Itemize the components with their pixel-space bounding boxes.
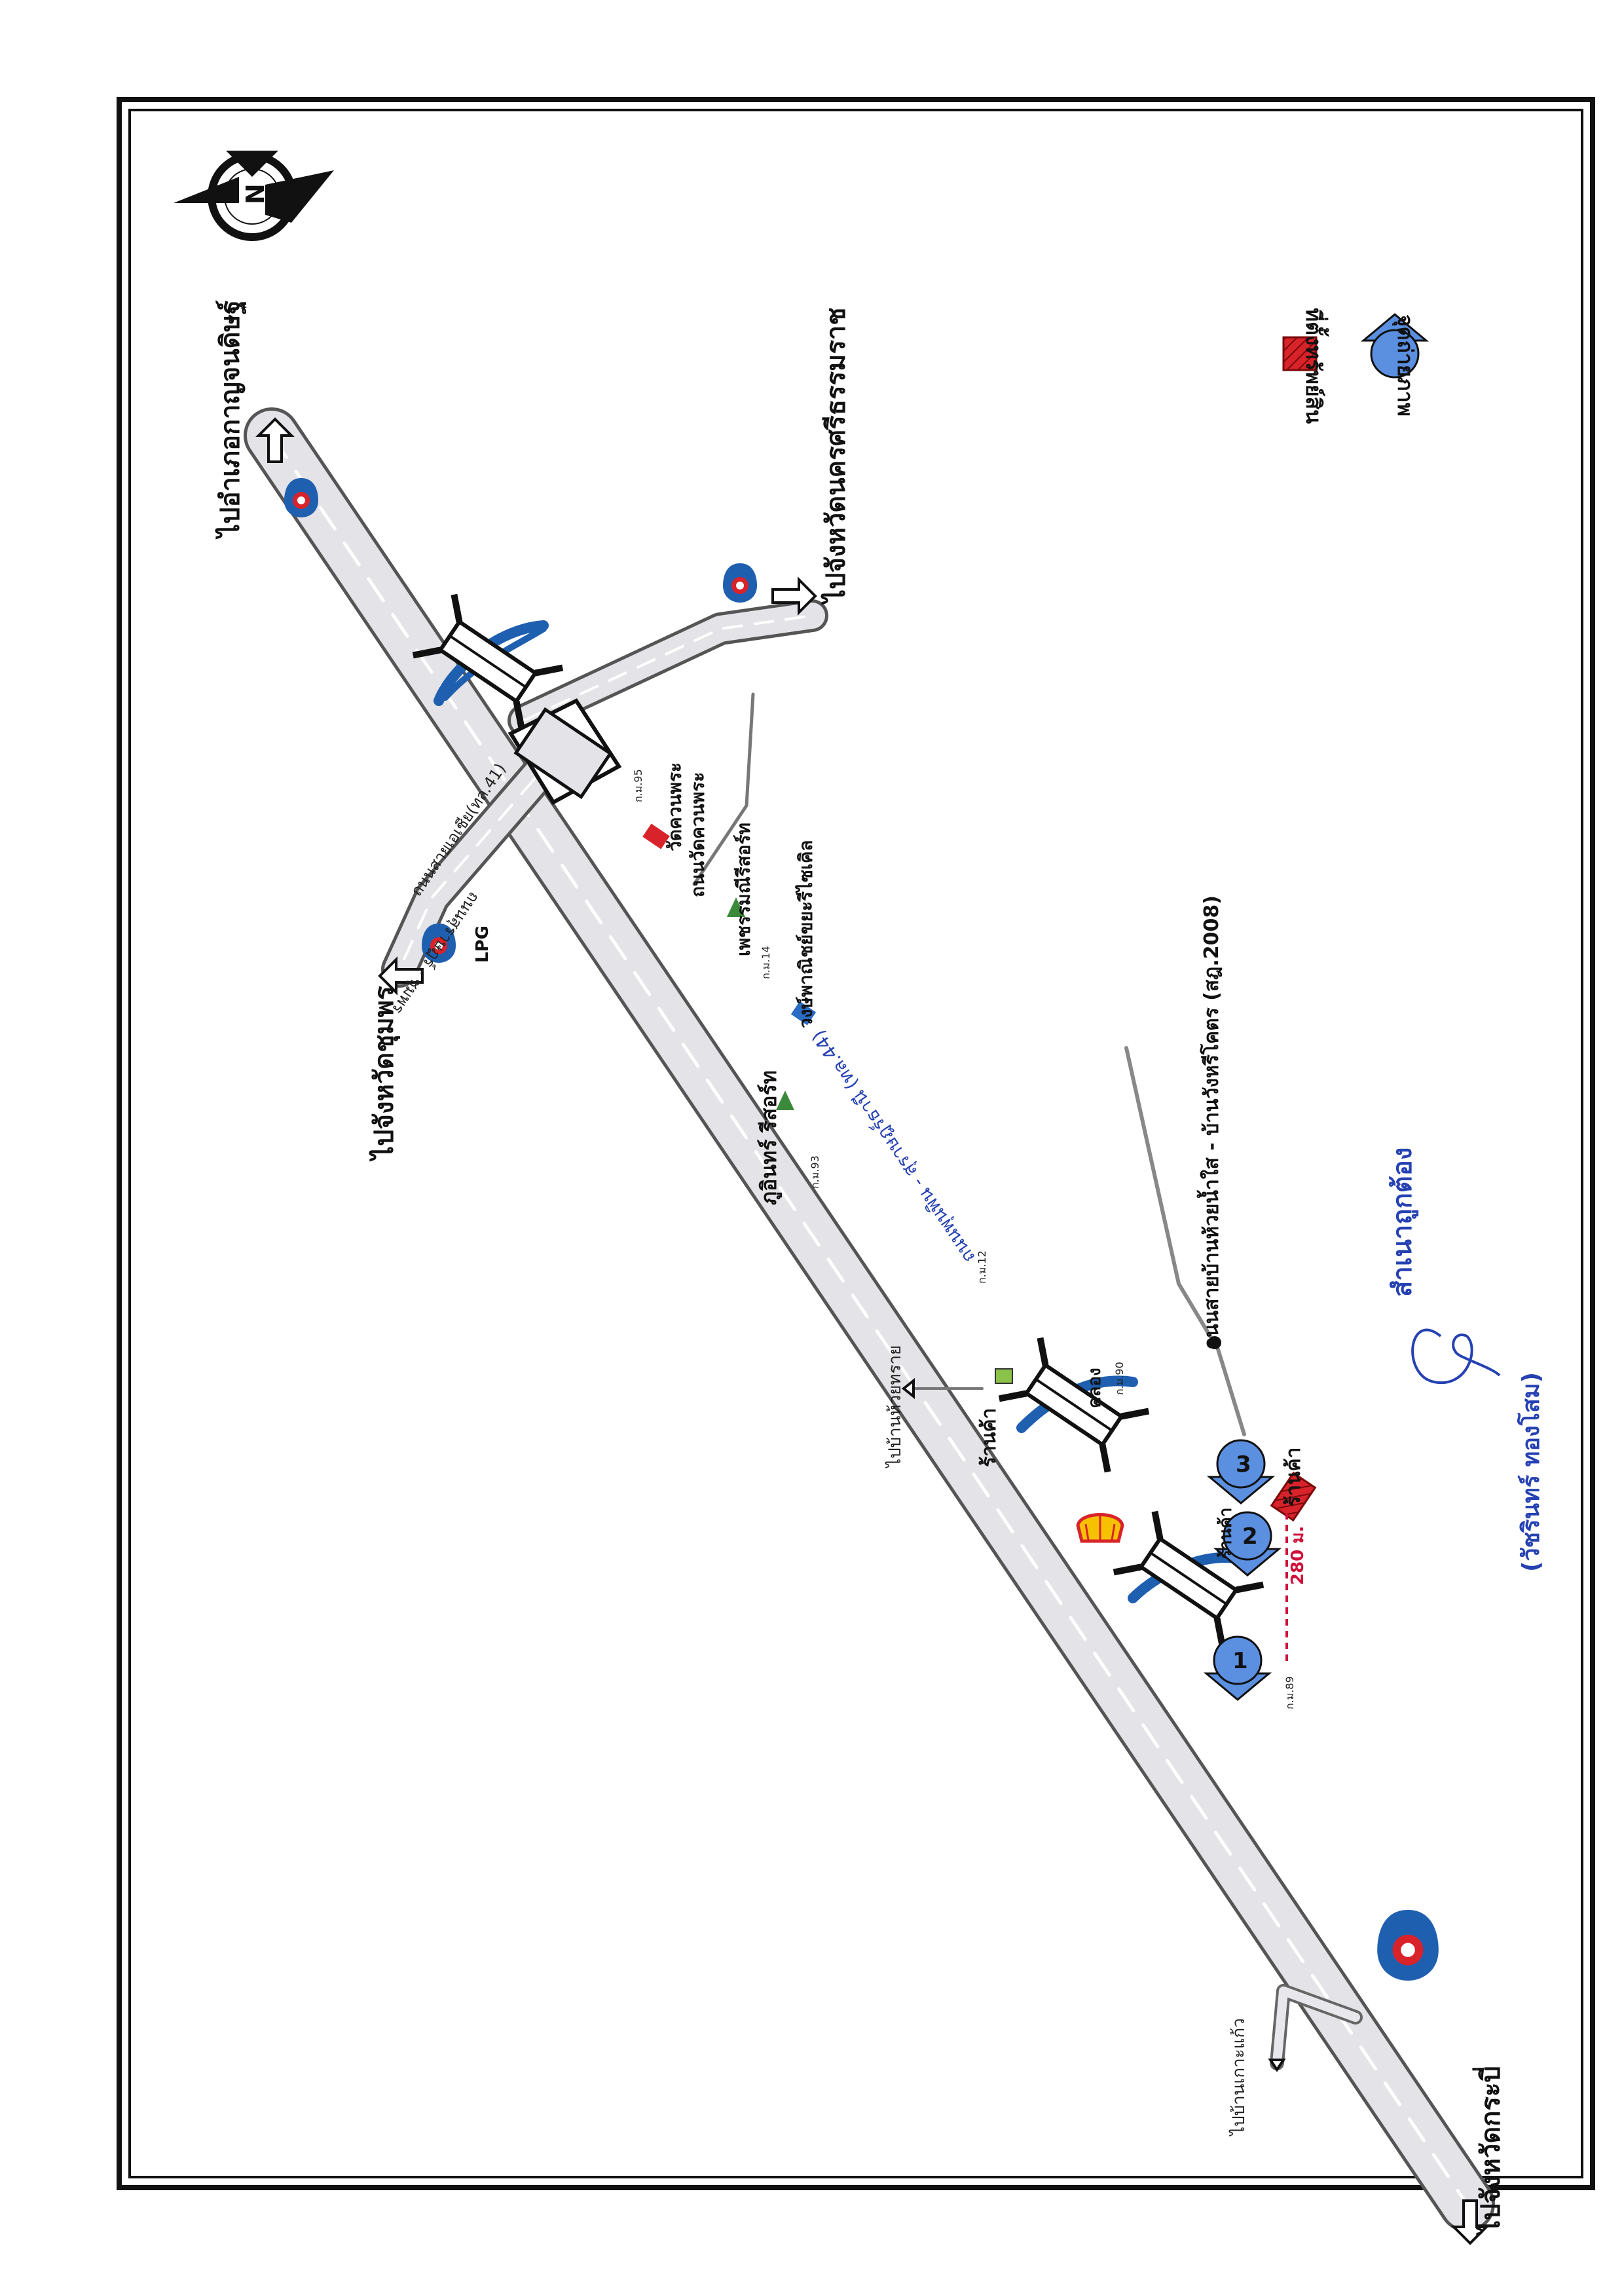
certified-copy-text: สำเนาถูกต้อง: [1388, 1148, 1418, 1297]
interchange-main: [507, 698, 622, 806]
label-wong-phanit: วงษ์พาณิชย์ขยะรีไซเคิล: [795, 840, 817, 1028]
shell-logo-icon: [1076, 1513, 1124, 1543]
building-icon: [790, 1001, 817, 1026]
legend-property-swatch: [1282, 336, 1318, 371]
signature: [1411, 1328, 1501, 1385]
arrow-down-icon: [1450, 2199, 1490, 2245]
photo-point-1-label: 1: [1232, 1648, 1248, 1674]
label-to-chumphon: ไปจังหวัดชุมพร: [369, 986, 401, 1162]
legend: ที่ตั้งทรัพย์สิน จุดถ่ายภาพ: [1282, 308, 1430, 424]
direction-arrows: [255, 417, 1490, 2245]
legend-photo-point-label: จุดถ่ายภาพ: [1392, 314, 1418, 417]
label-to-huai-sai: ไปบ้านห้วยทราย: [885, 1345, 905, 1468]
arrow-small-down-icon: [1268, 2059, 1286, 2072]
label-shop-1: ร้านค้า: [978, 1408, 1001, 1467]
distance-label: 280 ม.: [1288, 1526, 1308, 1585]
label-to-ko-kaeo: ไปบ้านเกาะแก้ว: [1228, 2018, 1249, 2136]
km-93: ก.ม.93: [809, 1155, 821, 1189]
legend-property-label: ที่ตั้งทรัพย์สิน: [1301, 308, 1329, 424]
property-marker: [1270, 1471, 1317, 1522]
arrow-up-icon: [255, 417, 295, 463]
label-local-road: ถนนสายบ้านห้วยน้ำใส - บ้านวังหรีโคตร (สฎ…: [1196, 895, 1223, 1349]
km-89: ก.ม.89: [1283, 1676, 1296, 1709]
place-icons: [642, 823, 1221, 1384]
distance-line: 280 ม.: [1285, 1513, 1308, 1664]
legend-photo-point-icon: [1360, 313, 1430, 379]
wat-road: [692, 692, 755, 886]
compass: N: [174, 151, 334, 241]
outer-frame: [117, 97, 1595, 2190]
label-to-nakhon: ไปจังหวัดนครศรีธรรมราช: [821, 307, 851, 605]
label-lpg: LPG: [473, 925, 492, 963]
label-shop-3: ร้านค้า: [1282, 1447, 1305, 1506]
km-12: ก.ม.12: [976, 1250, 988, 1284]
arrow-left-icon: [378, 956, 424, 996]
gas-station-icon-4: [1377, 1910, 1439, 1981]
label-shop-2: ร้านค้า: [1216, 1508, 1236, 1559]
label-wat-road: ถนนวัดควนพระ: [687, 772, 709, 897]
km-95: ก.ม.95: [632, 769, 644, 802]
certification: สำเนาถูกต้อง (วัชรินทร์ ทองโสม): [1388, 1148, 1545, 1572]
photo-point-3-label: 3: [1236, 1451, 1251, 1478]
compass-north-label: N: [241, 183, 270, 204]
label-canal: คลอง: [1085, 1368, 1105, 1408]
arrow-small-left-icon: [901, 1377, 915, 1400]
place-labels: วัดควนพระ เพชรรมณีรีสอร์ท วงษ์พาณิชย์ขยะ…: [473, 762, 1305, 1559]
label-to-krabi: ไปจังหวัดกระบี่: [1472, 2066, 1506, 2236]
photo-point-1: 1: [1203, 1635, 1272, 1701]
road-network: [244, 407, 1495, 2232]
tree-icon-2: [776, 1091, 794, 1110]
label-to-kanchanadit: ไปอำเภอกาญจนดิษฐ์: [215, 300, 248, 540]
temple-icon: [642, 823, 670, 849]
arrow-right-icon: [771, 576, 817, 616]
photo-point-2-label: 2: [1242, 1523, 1258, 1550]
bridge-symbol-2: [999, 1338, 1149, 1472]
junction-dot: [1208, 1336, 1221, 1349]
signer-name: (วัชรินทร์ ทองโสม): [1517, 1372, 1545, 1572]
km-markers: ก.ม.95 ก.ม.14 ก.ม.93 ก.ม.12 ก.ม.90 ก.ม.8…: [632, 769, 1296, 1709]
gas-station-icon-2: [723, 563, 757, 603]
km-14: ก.ม.14: [760, 946, 772, 979]
label-wat-khuan-phra: วัดควนพระ: [664, 762, 686, 851]
shop-icon: [995, 1368, 1013, 1384]
direction-labels: ไปอำเภอกาญจนดิษฐ์ ไปจังหวัดนครศรีธรรมราช…: [215, 300, 1506, 2236]
local-road: [1124, 1046, 1246, 1436]
inner-frame: [128, 109, 1583, 2178]
photo-point-2: 2: [1213, 1511, 1282, 1577]
km-90: ก.ม.90: [1113, 1362, 1126, 1395]
label-phet-resort: เพชรรมณีรีสอร์ท: [733, 823, 754, 956]
tree-icon: [727, 897, 745, 917]
gas-station-icon-1: [284, 478, 318, 517]
label-phu-inthra: ภูอินทร์ รีสอร์ท: [756, 1070, 783, 1205]
photo-point-3: 3: [1206, 1439, 1276, 1504]
